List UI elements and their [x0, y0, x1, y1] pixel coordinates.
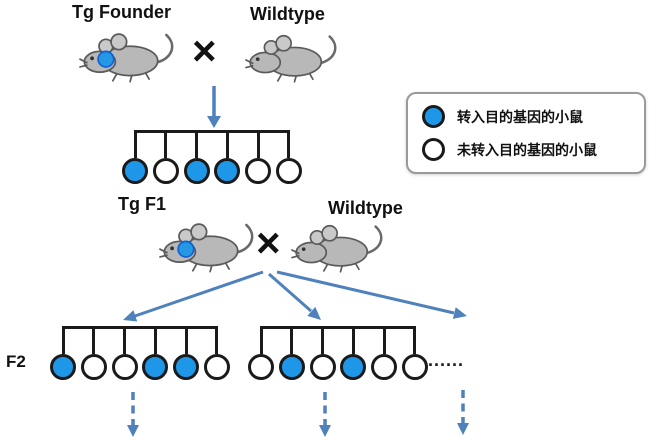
- mouse-icon: [245, 34, 337, 83]
- comb-bar: [134, 130, 290, 133]
- gen1-descent-arrow: [207, 86, 221, 128]
- comb-bar: [62, 326, 218, 329]
- legend: 转入目的基因的小鼠 未转入目的基因的小鼠: [406, 92, 646, 174]
- legend-label: 未转入目的基因的小鼠: [457, 141, 597, 158]
- mouse-icon: [79, 33, 174, 83]
- offspring-circle: [152, 158, 179, 184]
- offspring-circle: [278, 354, 305, 380]
- f2-litter1-comb: [50, 326, 230, 380]
- offspring-circle: [50, 354, 76, 380]
- transgenic-circle-icon: [422, 105, 445, 128]
- gen1-parent1-label: Tg Founder: [72, 2, 171, 22]
- f1-to-f2-arrows: [123, 270, 467, 322]
- gen1-offspring-comb: [122, 130, 302, 184]
- offspring-circle: [245, 158, 272, 184]
- offspring-circle: [340, 354, 367, 380]
- dashed-continuation-arrow: [457, 390, 469, 435]
- cross-symbol: ×: [192, 27, 217, 74]
- offspring-circle: [248, 354, 274, 380]
- offspring-circle: [111, 354, 138, 380]
- gen2-parent1-label: Tg F1: [118, 194, 166, 214]
- offspring-circle: [203, 354, 230, 380]
- gen2-parent2-label: Wildtype: [328, 198, 403, 218]
- mouse-icon: [291, 224, 383, 273]
- offspring-circle: [275, 158, 302, 184]
- mouse-icon: [159, 223, 254, 273]
- offspring-circle: [309, 354, 336, 380]
- dashed-continuation-arrow: [127, 392, 139, 437]
- legend-item-transgenic: 转入目的基因的小鼠: [422, 105, 630, 128]
- gen2-wildtype-mouse: [291, 218, 384, 273]
- offspring-circle: [183, 158, 210, 184]
- offspring-circle: [401, 354, 428, 380]
- gen1-wildtype-mouse: [245, 28, 338, 83]
- legend-label: 转入目的基因的小鼠: [457, 108, 583, 125]
- nontransgenic-circle-icon: [422, 138, 445, 161]
- f2-litter2-comb: [248, 326, 428, 380]
- dashed-continuation-arrow: [319, 392, 331, 437]
- gen2-tgf1-mouse: [159, 216, 255, 273]
- offspring-circle: [80, 354, 107, 380]
- legend-item-nontransgenic: 未转入目的基因的小鼠: [422, 138, 630, 161]
- offspring-circle: [122, 158, 148, 184]
- offspring-circle: [214, 158, 241, 184]
- cross-symbol: ×: [256, 219, 281, 266]
- gen1-parent2-label: Wildtype: [250, 4, 325, 24]
- f2-row-label: F2: [6, 352, 26, 371]
- offspring-circle: [371, 354, 398, 380]
- more-litters-ellipsis: ......: [428, 350, 465, 370]
- gen1-founder-mouse: [79, 26, 175, 83]
- comb-bar: [260, 326, 416, 329]
- offspring-circle: [142, 354, 169, 380]
- offspring-circle: [173, 354, 200, 380]
